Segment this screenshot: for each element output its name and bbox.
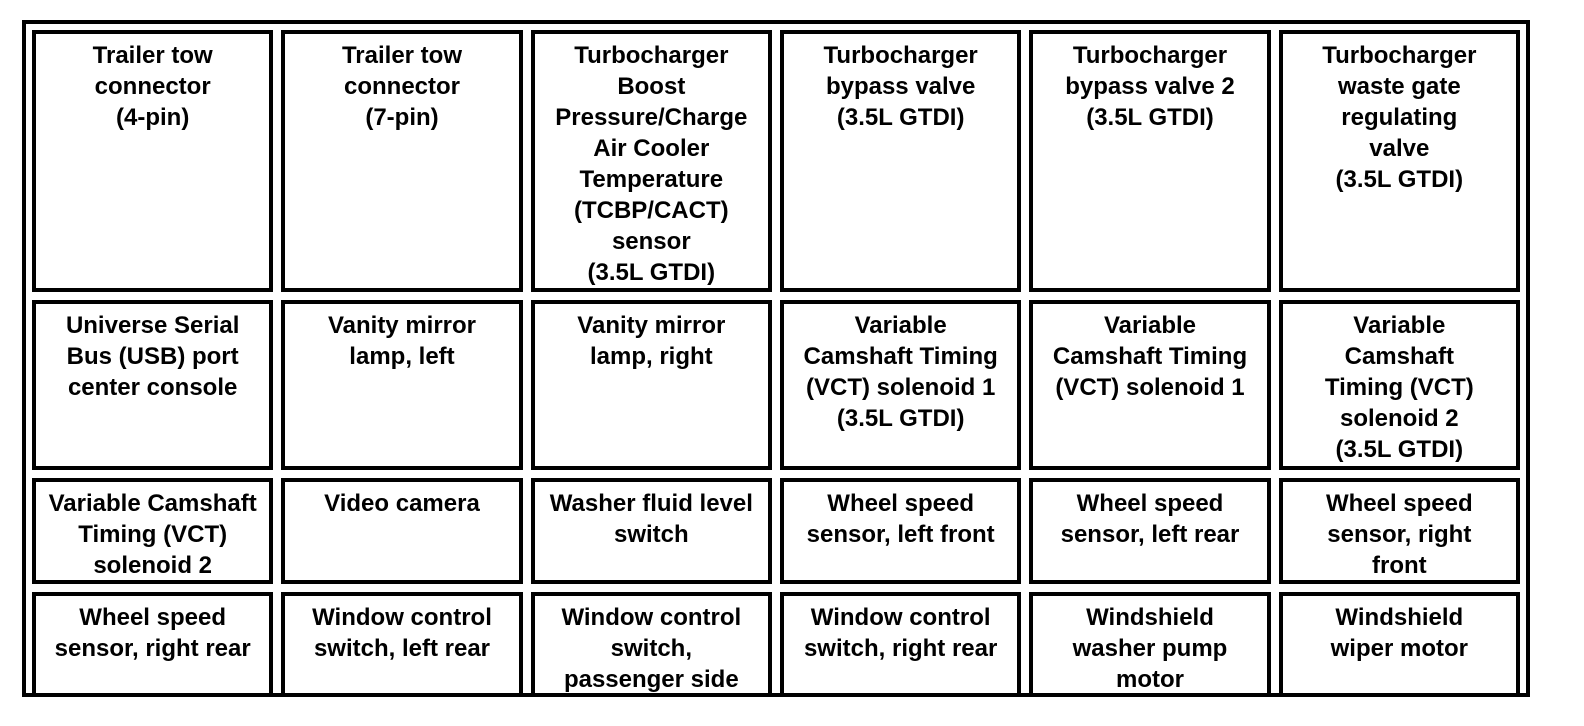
cell-label: Wheel speed sensor, right rear: [54, 604, 251, 662]
component-grid: Trailer tow connector (4-pin) Trailer to…: [32, 30, 1520, 697]
table-cell: Washer fluid level switch: [530, 478, 772, 584]
table-cell: Turbocharger Boost Pressure/Charge Air C…: [530, 30, 772, 292]
cell-label: Variable Camshaft Timing (VCT) solenoid …: [803, 312, 998, 432]
cell-label: Windshield washer pump motor: [1072, 604, 1228, 693]
cell-label: Turbocharger bypass valve (3.5L GTDI): [823, 42, 978, 131]
table-cell: Wheel speed sensor, left front: [779, 478, 1022, 584]
cell-label: Vanity mirror lamp, right: [577, 312, 726, 370]
table-cell: Variable Camshaft Timing (VCT) solenoid …: [32, 478, 274, 584]
table-cell: Window control switch, right rear: [779, 592, 1022, 697]
cell-label: Window control switch, right rear: [803, 604, 998, 662]
table-cell: Trailer tow connector (4-pin): [32, 30, 274, 292]
cell-label: Variable Camshaft Timing (VCT) solenoid …: [1052, 312, 1248, 401]
table-cell: Variable Camshaft Timing (VCT) solenoid …: [1278, 300, 1520, 470]
table-cell: Universe Serial Bus (USB) port center co…: [32, 300, 274, 470]
table-cell: Trailer tow connector (7-pin): [281, 30, 523, 292]
cell-label: Vanity mirror lamp, left: [327, 312, 477, 370]
cell-label: Washer fluid level switch: [549, 490, 753, 548]
cell-label: Trailer tow connector (4-pin): [92, 42, 213, 131]
cell-label: Universe Serial Bus (USB) port center co…: [65, 312, 240, 401]
table-cell: Turbocharger waste gate regulating valve…: [1278, 30, 1520, 292]
component-table: Trailer tow connector (4-pin) Trailer to…: [22, 20, 1530, 697]
table-cell: Turbocharger bypass valve (3.5L GTDI): [779, 30, 1022, 292]
table-cell: Vanity mirror lamp, left: [281, 300, 523, 470]
table-cell: Windshield wiper motor: [1278, 592, 1520, 697]
cell-label: Window control switch, left rear: [312, 604, 492, 662]
table-cell: Video camera: [281, 478, 523, 584]
cell-label: Wheel speed sensor, right front: [1325, 490, 1473, 579]
cell-label: Window control switch, passenger side: [561, 604, 742, 693]
table-cell: Vanity mirror lamp, right: [530, 300, 772, 470]
cell-label: Wheel speed sensor, left rear: [1060, 490, 1240, 548]
table-cell: Variable Camshaft Timing (VCT) solenoid …: [779, 300, 1022, 470]
table-cell: Window control switch, passenger side: [530, 592, 772, 697]
cell-label: Trailer tow connector (7-pin): [341, 42, 463, 131]
table-cell: Turbocharger bypass valve 2 (3.5L GTDI): [1029, 30, 1271, 292]
cell-label: Turbocharger bypass valve 2 (3.5L GTDI): [1065, 42, 1235, 131]
table-cell: Wheel speed sensor, right front: [1278, 478, 1520, 584]
table-cell: Variable Camshaft Timing (VCT) solenoid …: [1029, 300, 1271, 470]
cell-label: Windshield wiper motor: [1330, 604, 1468, 662]
cell-label: Wheel speed sensor, left front: [806, 490, 995, 548]
table-cell: Wheel speed sensor, right rear: [32, 592, 274, 697]
cell-label: Turbocharger waste gate regulating valve…: [1322, 42, 1477, 193]
cell-label: Turbocharger Boost Pressure/Charge Air C…: [555, 42, 748, 286]
cell-label: Video camera: [324, 490, 480, 517]
table-cell: Window control switch, left rear: [281, 592, 523, 697]
cell-label: Variable Camshaft Timing (VCT) solenoid …: [1324, 312, 1474, 463]
table-cell: Wheel speed sensor, left rear: [1029, 478, 1271, 584]
cell-label: Variable Camshaft Timing (VCT) solenoid …: [48, 490, 257, 579]
table-cell: Windshield washer pump motor: [1029, 592, 1271, 697]
